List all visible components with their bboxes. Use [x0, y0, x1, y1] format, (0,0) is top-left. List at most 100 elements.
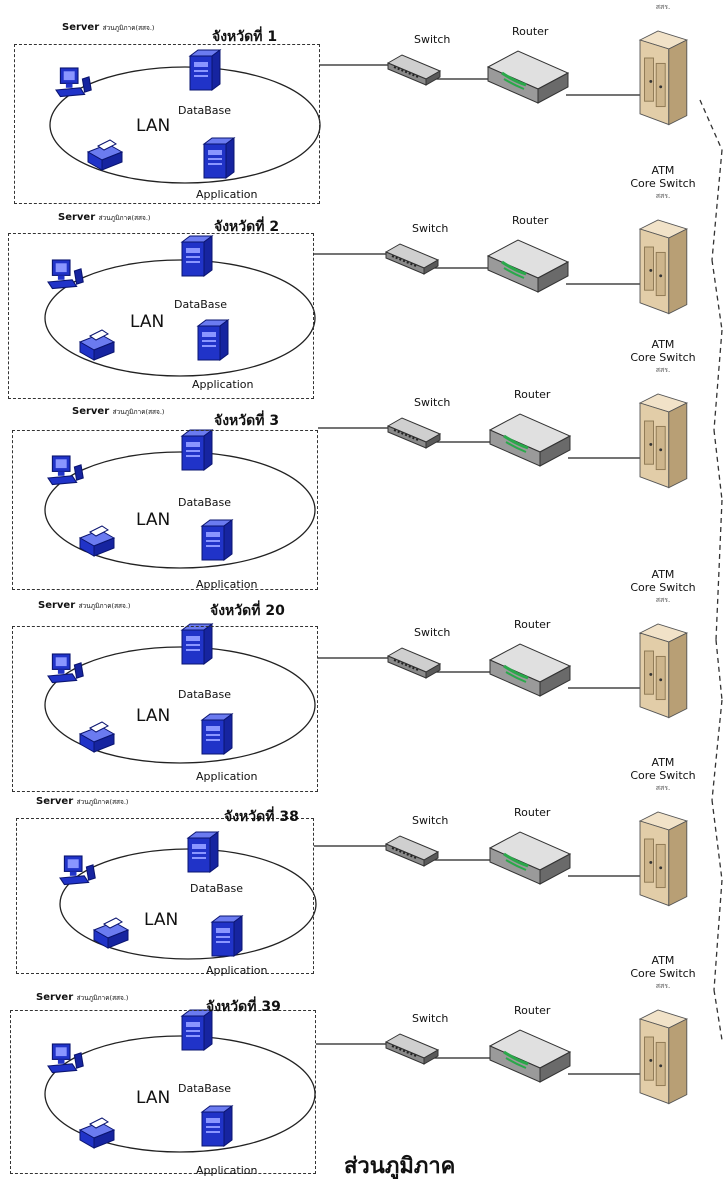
core-org-text: สสร. — [655, 366, 671, 374]
application-label: Application — [196, 770, 258, 783]
router-icon — [488, 412, 572, 468]
lan-label: LAN — [130, 312, 165, 332]
router-label: Router — [514, 1004, 551, 1017]
switch-icon — [385, 243, 439, 275]
province-label: จังหวัดที่ 1 — [212, 29, 278, 45]
database-label: DataBase — [190, 882, 244, 895]
core-switch-icon — [639, 623, 688, 719]
server-sublabel: ส่วนภูมิภาค(สสจ.) — [102, 24, 155, 32]
lan-label: LAN — [136, 510, 171, 530]
atm-backbone-line — [699, 99, 723, 151]
lan-ring — [49, 66, 321, 184]
switch-label: Switch — [412, 222, 449, 235]
router-icon — [488, 1028, 572, 1084]
lan-label: LAN — [136, 706, 171, 726]
router-label: Router — [512, 214, 549, 227]
atm-backbone-line — [715, 499, 723, 641]
server-label: Server — [36, 992, 74, 1003]
atm-backbone-line — [715, 639, 723, 701]
core-switch-text: Core Switch — [630, 351, 696, 364]
province-label: จังหวัดที่ 2 — [214, 219, 280, 235]
lan-ring — [44, 451, 316, 569]
atm-text: ATM — [651, 756, 675, 769]
core-switch-icon — [639, 393, 688, 489]
switch-label: Switch — [412, 814, 449, 827]
router-label: Router — [514, 806, 551, 819]
lan-label: LAN — [136, 116, 171, 136]
server-panel — [8, 233, 314, 399]
atm-backbone-line — [713, 879, 723, 991]
lan-label: LAN — [136, 1088, 171, 1108]
server-label: Server — [72, 406, 110, 417]
database-label: DataBase — [178, 104, 232, 117]
core-switch-text: Core Switch — [630, 581, 696, 594]
server-panel — [14, 44, 320, 204]
core-org-text: สสร. — [655, 192, 671, 200]
core-switch-icon — [639, 811, 688, 907]
switch-icon — [387, 417, 441, 449]
atm-backbone-line — [711, 799, 723, 881]
server-label: Server — [58, 212, 96, 223]
atm-text: ATM — [651, 954, 675, 967]
server-title: Server ส่วนภูมิภาค(สสจ.) — [36, 992, 128, 1003]
router-icon — [486, 238, 570, 294]
core-switch-text: Core Switch — [630, 177, 696, 190]
atm-backbone-line — [711, 699, 723, 801]
server-sublabel: ส่วนภูมิภาค(สสจ.) — [78, 602, 131, 610]
province-label: จังหวัดที่ 3 — [214, 413, 280, 429]
switch-icon — [387, 647, 441, 679]
database-label: DataBase — [178, 496, 232, 509]
database-label: DataBase — [178, 1082, 232, 1095]
server-panel — [12, 626, 318, 792]
server-panel — [10, 1010, 316, 1174]
core-switch-text: Core Switch — [630, 769, 696, 782]
switch-label: Switch — [414, 626, 451, 639]
switch-label: Switch — [414, 396, 451, 409]
atm-backbone-line — [713, 989, 723, 1041]
atm-text: ATM — [651, 568, 675, 581]
server-label: Server — [38, 600, 76, 611]
core-org-text: สสร. — [655, 982, 671, 990]
router-label: Router — [512, 25, 549, 38]
server-sublabel: ส่วนภูมิภาค(สสจ.) — [112, 408, 165, 416]
switch-icon — [385, 835, 439, 867]
core-org-text: สสร. — [655, 784, 671, 792]
router-label: Router — [514, 388, 551, 401]
switch-label: Switch — [412, 1012, 449, 1025]
server-title: Server ส่วนภูมิภาค(สสจ.) — [62, 22, 154, 33]
province-label: จังหวัดที่ 38 — [224, 809, 299, 825]
core-org-text: สสร. — [655, 596, 671, 604]
server-label: Server — [62, 22, 100, 33]
server-title: Server ส่วนภูมิภาค(สสจ.) — [36, 796, 128, 807]
server-sublabel: ส่วนภูมิภาค(สสจ.) — [76, 994, 129, 1002]
router-icon — [486, 49, 570, 105]
atm-text: ATM — [651, 164, 675, 177]
application-label: Application — [196, 188, 258, 201]
server-sublabel: ส่วนภูมิภาค(สสจ.) — [76, 798, 129, 806]
server-panel — [16, 818, 314, 974]
atm-backbone-line — [711, 259, 723, 331]
region-title: ส่วนภูมิภาค — [344, 1154, 456, 1179]
province-label: จังหวัดที่ 39 — [206, 999, 281, 1015]
switch-icon — [385, 1033, 439, 1065]
server-label: Server — [36, 796, 74, 807]
core-switch-icon — [639, 1009, 688, 1105]
lan-ring — [44, 646, 316, 764]
switch-label: Switch — [414, 33, 451, 46]
server-title: Server ส่วนภูมิภาค(สสจ.) — [58, 212, 150, 223]
core-switch-icon — [639, 219, 688, 315]
server-sublabel: ส่วนภูมิภาค(สสจ.) — [98, 214, 151, 222]
core-switch-text: Core Switch — [630, 967, 696, 980]
application-label: Application — [196, 1164, 258, 1177]
core-org-text: สสร. — [655, 3, 671, 11]
router-label: Router — [514, 618, 551, 631]
server-title: Server ส่วนภูมิภาค(สสจ.) — [38, 600, 130, 611]
atm-backbone-line — [713, 429, 723, 501]
